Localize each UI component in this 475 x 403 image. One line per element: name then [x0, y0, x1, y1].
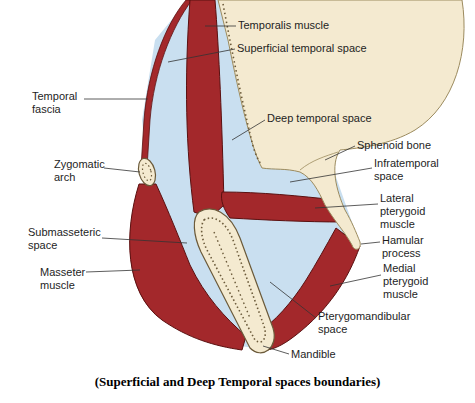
part-label: Infratemporal space	[374, 157, 446, 183]
leader-line	[263, 346, 289, 354]
part-label: Submasseteric space	[28, 226, 106, 252]
part-label: Temporal fascia	[32, 90, 88, 116]
part-label: Lateral pterygoid muscle	[380, 192, 435, 231]
leader-line	[205, 26, 236, 27]
part-label: Mandible	[291, 348, 336, 361]
part-label: Deep temporal space	[267, 112, 372, 125]
temporalis-muscle	[187, 0, 224, 218]
part-label: Temporalis muscle	[238, 19, 329, 32]
leader-line	[330, 275, 381, 286]
mandible-cancellous-dots	[202, 218, 266, 342]
mandible-cancellous-dots	[214, 232, 250, 318]
leader-line	[232, 120, 265, 140]
zygomatic-arch-dots	[141, 162, 153, 181]
leader-line	[325, 146, 355, 160]
temporal-fascia	[141, 0, 192, 168]
leader-line	[290, 168, 372, 182]
leader-line	[315, 204, 378, 208]
part-label: Masseter muscle	[40, 266, 95, 292]
sphenoid-suture	[300, 152, 338, 170]
leader-line	[86, 270, 140, 272]
leader-line	[270, 282, 316, 318]
part-label: Superficial temporal space	[237, 42, 367, 55]
mandible-bone	[194, 209, 274, 353]
part-label: Pterygomandibular space	[318, 310, 418, 336]
part-label: Sphenoid bone	[357, 139, 431, 152]
part-label: Zygomatic arch	[54, 158, 112, 184]
figure-caption: (Superficial and Deep Temporal spaces bo…	[0, 374, 475, 390]
part-label: Medial pterygoid muscle	[383, 262, 441, 301]
leader-line	[102, 238, 187, 243]
leader-line	[168, 49, 235, 62]
leader-line	[84, 99, 148, 100]
part-label: Hamular process	[382, 234, 437, 260]
leader-line	[104, 168, 140, 172]
leader-line	[361, 242, 380, 244]
skull-bone	[218, 0, 464, 249]
